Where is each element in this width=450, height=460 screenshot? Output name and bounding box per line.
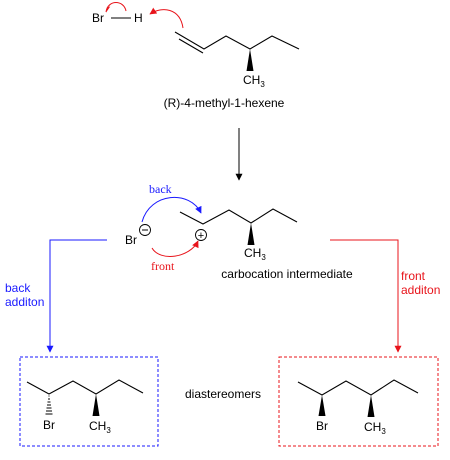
front-product-box [278,356,439,447]
front-product-skeleton [297,379,419,396]
back-attack-arrow [141,197,202,223]
back-product-methyl-label: CH3 [89,419,111,435]
intermediate-group: CH3 + Br back front carbocation intermed… [125,182,353,281]
front-attack-arrow [151,240,199,257]
back-product: Br CH3 [19,356,159,447]
intermediate-stereo-wedge [247,223,255,245]
front-addition-arrow [330,239,402,353]
back-product-skeleton [26,379,144,395]
negative-charge-circle [139,224,151,236]
intermediate-skeleton [179,208,298,225]
front-addition-label-line2: additon [401,283,440,297]
reactant-name: (R)-4-methyl-1-hexene [164,96,285,110]
front-product-br-wedge [318,395,326,416]
front-product-br-label: Br [316,419,328,433]
reactant-methyl-label: CH3 [243,73,265,89]
positive-charge-circle [195,229,207,241]
intermediate-methyl-label: CH3 [244,246,266,262]
front-attack-label: front [151,259,175,273]
back-addition-arrow [46,239,107,353]
reagent-h-label: H [134,11,143,25]
back-product-stereo-wedge [92,394,100,416]
bromide-label: Br [125,233,137,247]
back-addition-label-line2: additon [5,295,44,309]
back-product-hash-wedge [45,395,53,415]
reactant-skeleton [174,31,300,50]
front-addition-pathway: front additon [330,239,440,353]
front-product-stereo-wedge [367,395,375,417]
pi-bond-attack-arrow [149,7,184,29]
intermediate-name: carbocation intermediate [221,267,353,281]
back-product-br-label: Br [43,418,55,432]
reactant-group: Br H CH3 (R)-4-methyl-1-hexene [92,2,300,110]
back-addition-pathway: back additon [5,239,107,353]
front-addition-label-line1: front [401,269,426,283]
front-product: Br CH3 [278,356,439,447]
positive-charge-symbol: + [198,230,204,242]
reactant-stereo-wedge [246,49,254,71]
diastereomers-label: diastereomers [185,387,261,401]
alkene-double-bond-line [178,38,204,54]
back-addition-label-line1: back [5,281,31,295]
bond-cleavage-arrow [105,2,127,13]
front-product-methyl-label: CH3 [364,420,386,436]
back-product-box [19,356,159,447]
back-attack-label: back [149,182,172,196]
reagent-br-label: Br [92,11,104,25]
